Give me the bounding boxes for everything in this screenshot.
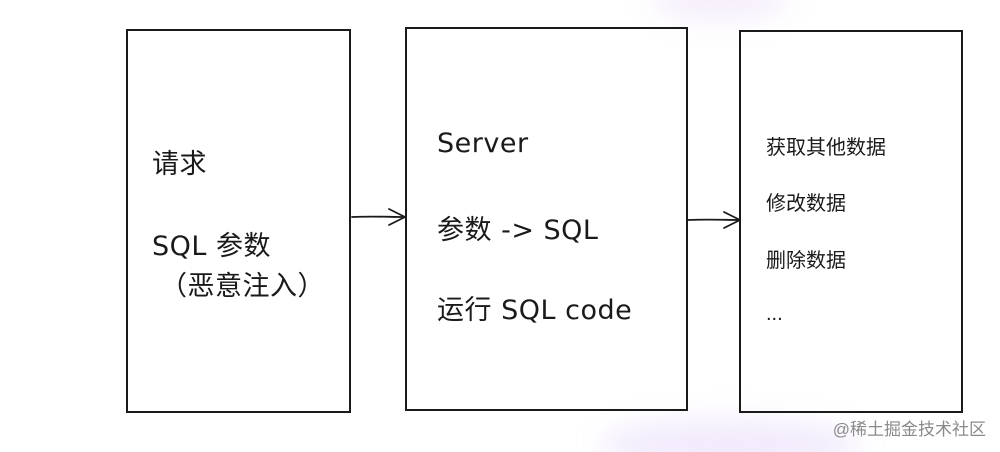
server-label: Server [437,128,529,159]
server-box [405,27,688,411]
request-label: 请求 [152,149,207,180]
request-box [126,29,351,413]
result-item: 删除数据 [766,250,846,272]
arrow-server-to-result-head [723,211,741,229]
params-to-sql-label: 参数 -> SQL [437,215,599,246]
source-watermark: @稀土掘金技术社区 [832,420,986,439]
sql-params-label: SQL 参数 [152,231,272,262]
result-item: 获取其他数据 [766,137,886,159]
result-item: ... [766,303,783,325]
result-item: 修改数据 [766,193,846,215]
result-box [739,30,963,413]
arrow-request-to-server-head [388,208,406,226]
malicious-injection-label: （恶意注入） [160,271,325,302]
run-sql-code-label: 运行 SQL code [437,295,633,326]
